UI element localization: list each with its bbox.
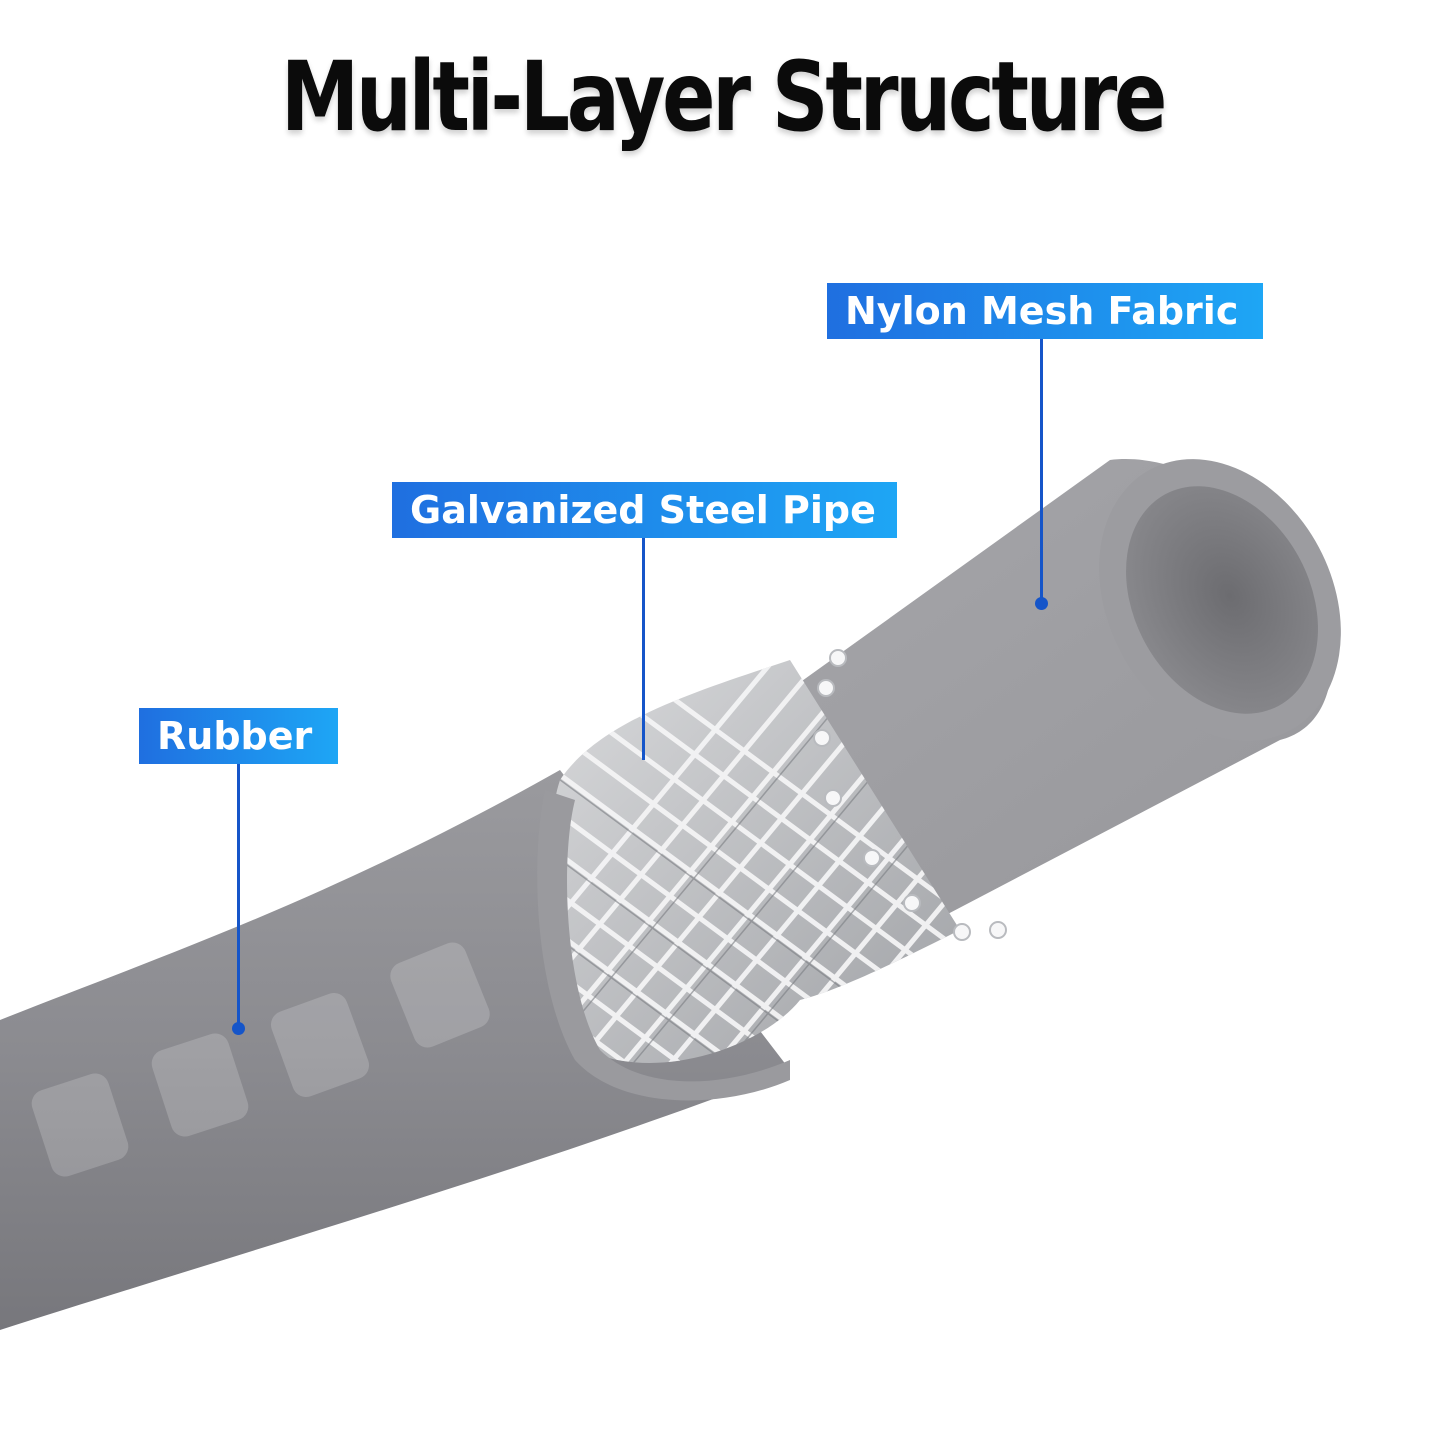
label-rubber: Rubber — [139, 708, 338, 764]
wire-ends — [813, 649, 1007, 941]
leader-dot-rubber — [232, 1022, 245, 1035]
leader-line-rubber — [237, 764, 240, 1026]
leader-line-steel — [642, 538, 645, 760]
rubber-shading — [31, 942, 490, 1177]
label-nylon-mesh-fabric: Nylon Mesh Fabric — [827, 283, 1263, 339]
nylon-tube-bore — [1126, 486, 1318, 714]
leader-line-nylon — [1040, 339, 1043, 603]
label-galvanized-steel-pipe: Galvanized Steel Pipe — [392, 482, 897, 538]
leader-dot-nylon — [1035, 597, 1048, 610]
page-title: Multi-Layer Structure — [280, 41, 1168, 153]
rubber-end-lip — [537, 790, 790, 1101]
